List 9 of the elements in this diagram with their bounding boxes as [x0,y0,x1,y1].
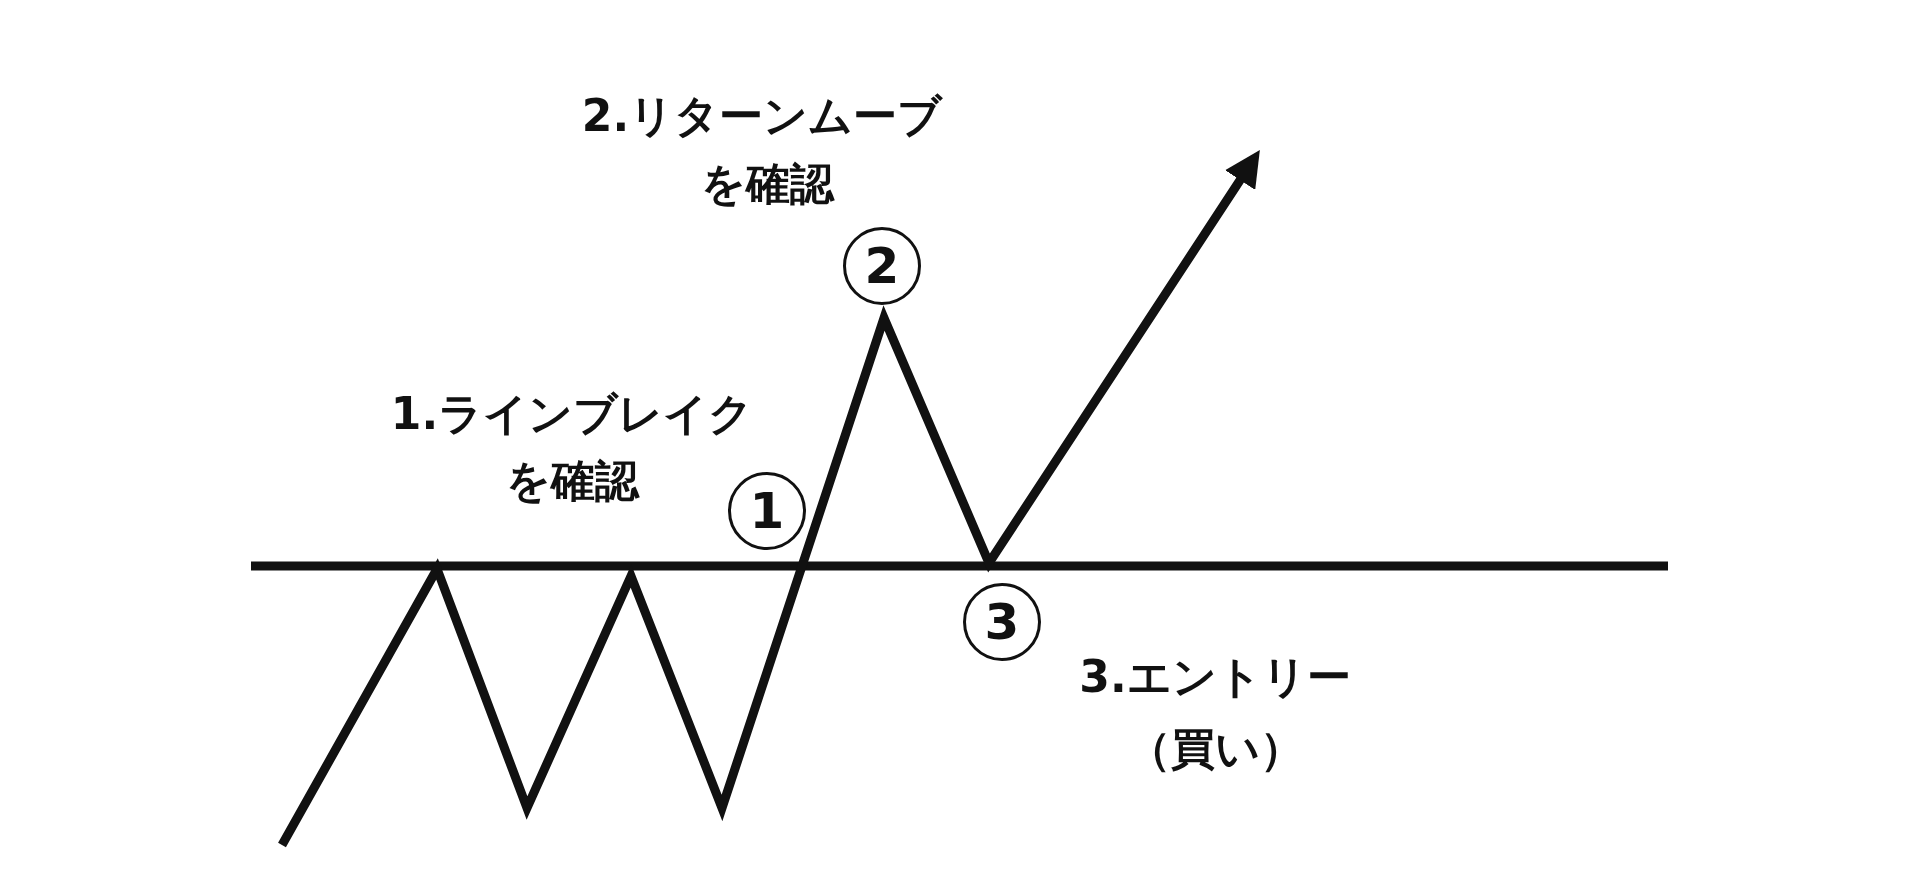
step-label: を確認 [700,159,834,209]
step-label: 3.エントリー [1079,652,1351,702]
step-number: 2 [864,241,900,291]
step-number: 1 [749,486,785,536]
step-label: （買い） [1126,724,1304,774]
step-label: を確認 [505,456,639,506]
step-number: 3 [984,597,1020,647]
step-label: 1.ラインブレイク [390,389,754,439]
step-label: 2.リターンムーブ [581,91,943,141]
